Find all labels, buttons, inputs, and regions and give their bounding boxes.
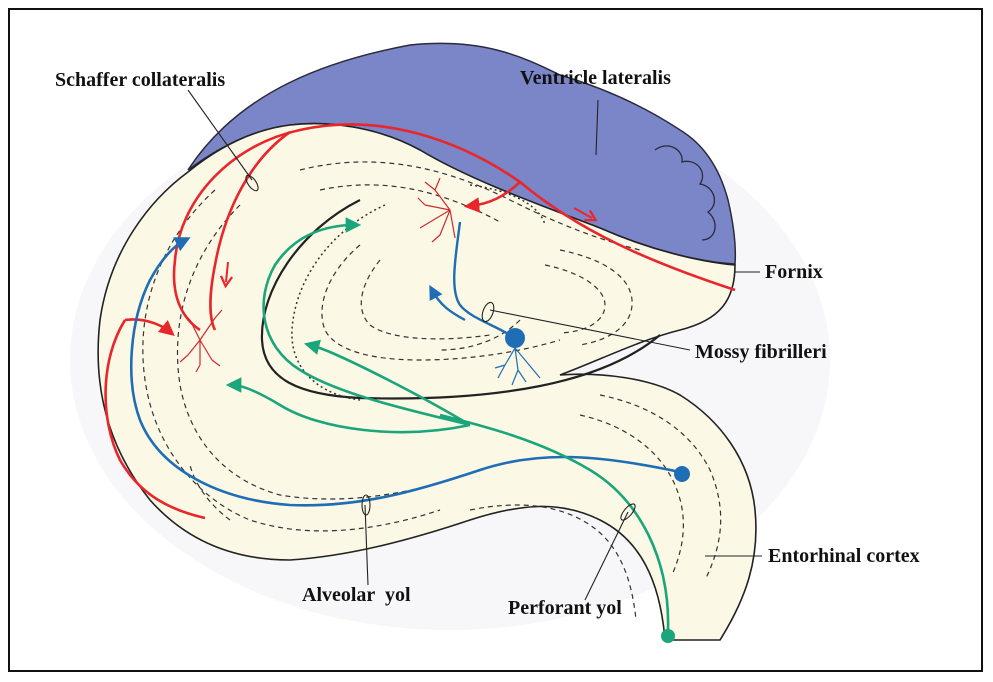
granule-cell-body (505, 328, 525, 348)
label-fornix: Fornix (765, 262, 823, 282)
label-ventricle-lateralis: Ventricle lateralis (520, 68, 671, 88)
label-entorhinal-cortex: Entorhinal cortex (768, 546, 920, 566)
entorhinal-neuron-blue (674, 466, 690, 482)
entorhinal-neuron-green (661, 629, 675, 643)
label-schaffer-collateralis: Schaffer collateralis (55, 70, 225, 90)
label-alveolar-yol: Alveolar yol (302, 585, 411, 605)
label-perforant-yol: Perforant yol (508, 598, 622, 618)
label-mossy-fibrilleri: Mossy fibrilleri (695, 342, 827, 362)
